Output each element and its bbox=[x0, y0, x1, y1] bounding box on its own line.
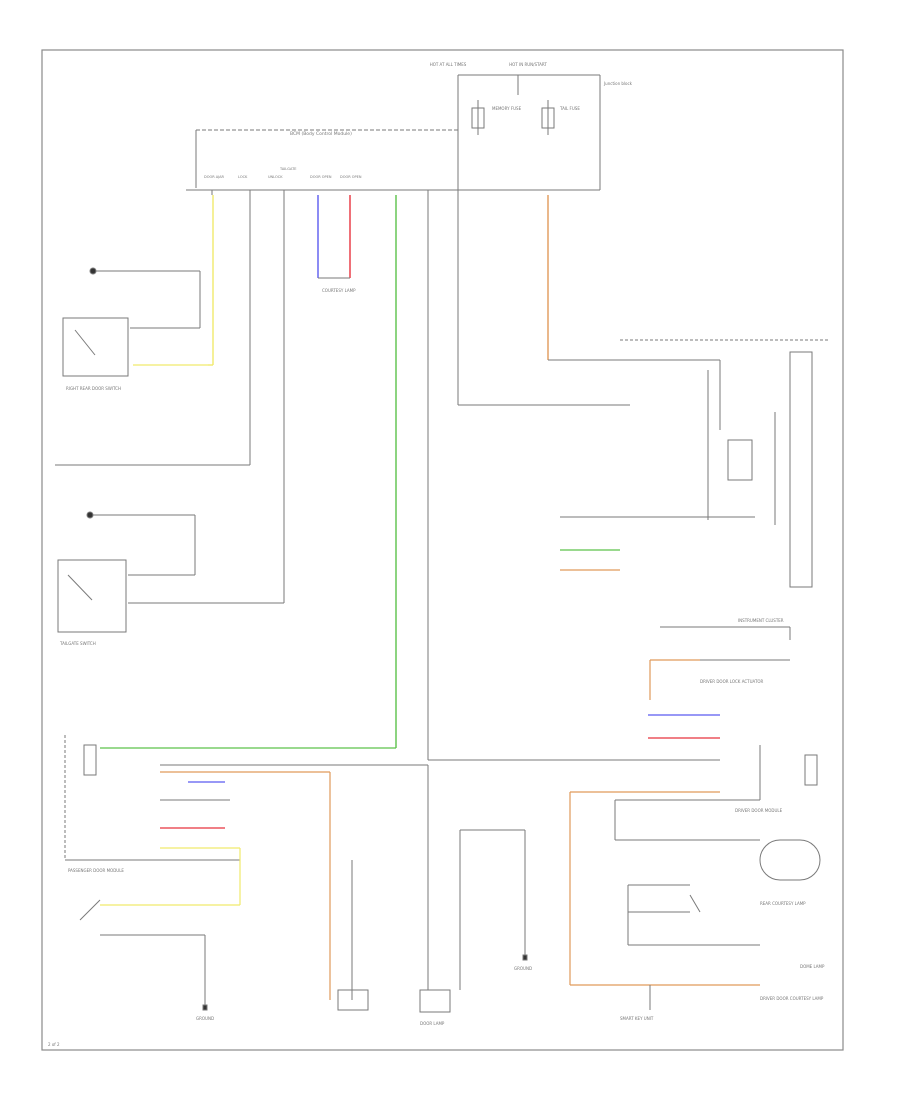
passenger-door-module-label: PASSENGER DOOR MODULE bbox=[68, 868, 124, 873]
courtesy-lamp-front: COURTESY LAMP bbox=[322, 288, 356, 293]
page-number: 2 of 2 bbox=[48, 1042, 60, 1047]
tailgate-switch-label: TAILGATE SWITCH bbox=[59, 641, 96, 646]
rear-door-switch-rh bbox=[55, 267, 250, 466]
instrument-cluster bbox=[560, 339, 828, 588]
bcm-drops bbox=[211, 190, 459, 760]
bcm-bus bbox=[186, 129, 600, 191]
page-border bbox=[41, 49, 844, 1051]
rear-courtesy-lamp-label: REAR COURTESY LAMP bbox=[760, 901, 806, 906]
driver-door-courtesy-label: DRIVER DOOR COURTESY LAMP bbox=[760, 996, 824, 1001]
passenger-door-module bbox=[64, 735, 429, 990]
junction-label: Junction block bbox=[603, 81, 633, 86]
fuse-label-2: TAIL FUSE bbox=[559, 106, 580, 111]
junction-box bbox=[457, 74, 601, 190]
ebox-hot-in-run: HOT IN RUN/START bbox=[509, 62, 547, 67]
ground-2-label: GROUND bbox=[514, 966, 532, 971]
tailgate-switch bbox=[57, 511, 284, 633]
smart-key-unit-label: SMART KEY UNIT bbox=[620, 1016, 654, 1021]
bcm-pin-5: DOOR OPEN bbox=[310, 175, 332, 179]
ebox-hot-all-times: HOT AT ALL TIMES bbox=[430, 62, 467, 67]
ground-1-label: GROUND bbox=[196, 1016, 214, 1021]
bus-title: BCM (Body Control Module) bbox=[290, 131, 352, 137]
bcm-pin-1: DOOR AJAR bbox=[204, 175, 225, 179]
front-door-lamps bbox=[337, 829, 528, 1013]
door-lamp-label: DOOR LAMP bbox=[420, 1021, 445, 1026]
rear-courtesy-lamp bbox=[627, 884, 760, 1010]
driver-door-module bbox=[428, 626, 821, 881]
instrument-cluster-label: INSTRUMENT CLUSTER bbox=[738, 618, 784, 623]
fuse-label-1: MEMORY FUSE bbox=[492, 106, 522, 111]
bcm-pin-3: UNLOCK bbox=[268, 175, 283, 179]
rear-door-switch-label: RIGHT REAR DOOR SWITCH bbox=[66, 386, 121, 391]
bcm-pin-2: LOCK bbox=[238, 175, 248, 179]
passenger-lock-switch bbox=[79, 899, 208, 1011]
driver-door-module-label: DRIVER DOOR MODULE bbox=[735, 808, 783, 813]
dome-lamp-label: DOME LAMP bbox=[800, 964, 825, 969]
bcm-pin-4: TAILGATE bbox=[279, 167, 296, 171]
lh-door-lock-label: DRIVER DOOR LOCK ACTUATOR bbox=[700, 679, 764, 684]
bcm-pin-6: DOOR OPEN bbox=[340, 175, 362, 179]
